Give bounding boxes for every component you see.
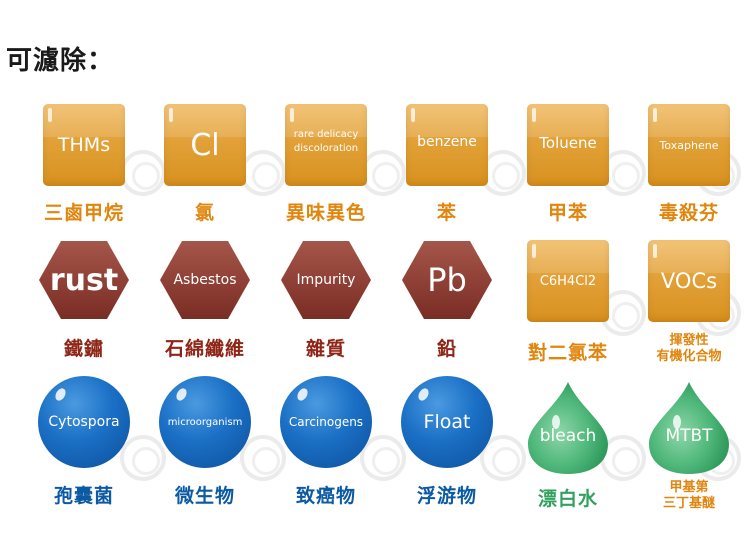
item-label: Cl: [190, 127, 220, 163]
sphere-icon: microorganism: [159, 376, 251, 468]
watermark-ring: [120, 435, 166, 481]
item-caption: 甲基第 三丁基醚: [643, 480, 735, 512]
hexagon-icon: Pb: [401, 240, 493, 320]
hexagon-icon: Impurity: [280, 240, 372, 320]
item-caption: 甲苯: [547, 202, 588, 224]
item-caption: 微生物: [174, 485, 235, 507]
tile-icon: benzene: [406, 104, 488, 186]
tile-icon: Toxaphene: [648, 104, 730, 186]
item-label: bleach: [539, 426, 597, 446]
item-caption-line2: 三丁基醚: [662, 496, 715, 511]
item-label: microorganism: [167, 416, 243, 428]
item-label-line2: discoloration: [293, 143, 359, 154]
item-caption-line1: 甲基第: [669, 480, 709, 495]
item-label: rust: [49, 262, 119, 298]
hexagon-icon: rust: [38, 240, 130, 320]
item-caption: 石綿纖維: [164, 338, 245, 360]
item-label: Toluene: [539, 134, 597, 152]
item-label: Cytospora: [48, 414, 120, 430]
watermark-ring: [480, 435, 526, 481]
water-drop-icon: MTBT: [643, 380, 735, 476]
tile-icon: Toluene: [527, 104, 609, 186]
water-drop-icon: bleach: [522, 380, 614, 476]
hexagon-icon: Asbestos: [159, 240, 251, 320]
item-caption: 鐵鏽: [63, 338, 104, 360]
tile-icon: rare delicacy discoloration: [285, 104, 367, 186]
item-label-line1: rare delicacy: [293, 129, 359, 140]
item-label: Asbestos: [173, 272, 237, 288]
item-label: MTBT: [665, 426, 713, 446]
watermark-ring: [120, 150, 166, 196]
watermark-ring: [360, 435, 406, 481]
item-caption: 雜質: [305, 338, 346, 360]
item-caption: 苯: [436, 202, 457, 224]
item-label: C6H4Cl2: [539, 273, 597, 289]
item-caption: 鉛: [436, 338, 457, 360]
item-caption-line2: 有機化合物: [656, 349, 722, 364]
tile-icon: Cl: [164, 104, 246, 186]
page-heading: 可濾除：: [6, 46, 115, 76]
item-label: Carcinogens: [288, 415, 364, 429]
item-caption: 浮游物: [416, 485, 477, 507]
item-caption: 漂白水: [537, 488, 598, 510]
sphere-icon: Carcinogens: [280, 376, 372, 468]
watermark-ring: [240, 150, 286, 196]
item-label: Float: [423, 411, 471, 433]
item-caption: 三鹵甲烷: [43, 202, 124, 224]
sphere-icon: Cytospora: [38, 376, 130, 468]
item-label: Pb: [427, 261, 467, 299]
item-caption: 孢囊菌: [53, 485, 114, 507]
item-caption: 對二氯苯: [527, 342, 608, 364]
item-caption: 異味異色: [285, 202, 366, 224]
item-caption: 氯: [194, 202, 215, 224]
tile-icon: THMs: [43, 104, 125, 186]
sphere-icon: Float: [401, 376, 493, 468]
item-label: Impurity: [296, 272, 356, 288]
tile-icon: VOCs: [648, 240, 730, 322]
item-label: Toxaphene: [659, 138, 719, 152]
watermark-ring: [240, 435, 286, 481]
item-label: VOCs: [660, 269, 718, 293]
item-caption-line1: 揮發性: [669, 333, 709, 348]
item-caption: 揮發性 有機化合物: [643, 333, 735, 365]
item-label: benzene: [417, 134, 477, 150]
item-caption: 致癌物: [295, 485, 356, 507]
item-label: THMs: [57, 134, 111, 156]
item-caption: 毒殺芬: [658, 202, 719, 224]
tile-icon: C6H4Cl2: [527, 240, 609, 322]
